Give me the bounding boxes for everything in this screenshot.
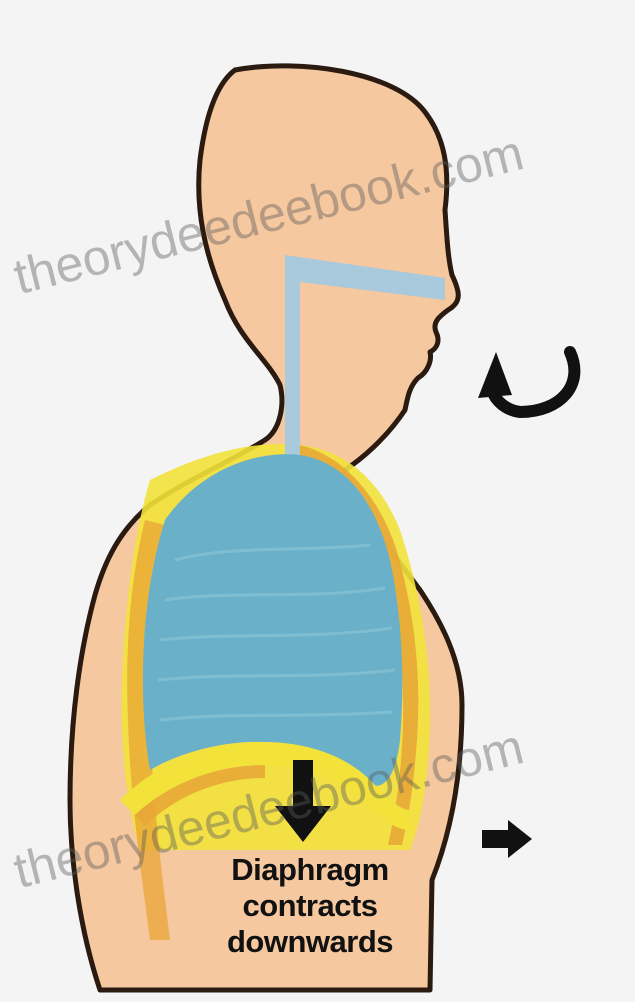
lungs xyxy=(143,454,402,786)
caption-line-1: Diaphragm xyxy=(200,852,420,888)
curved-arrow-icon xyxy=(478,352,574,412)
caption-line-2: contracts xyxy=(200,888,420,924)
right-arrow-icon xyxy=(482,820,532,858)
caption-line-3: downwards xyxy=(200,924,420,960)
diaphragm-caption: Diaphragm contracts downwards xyxy=(200,852,420,960)
